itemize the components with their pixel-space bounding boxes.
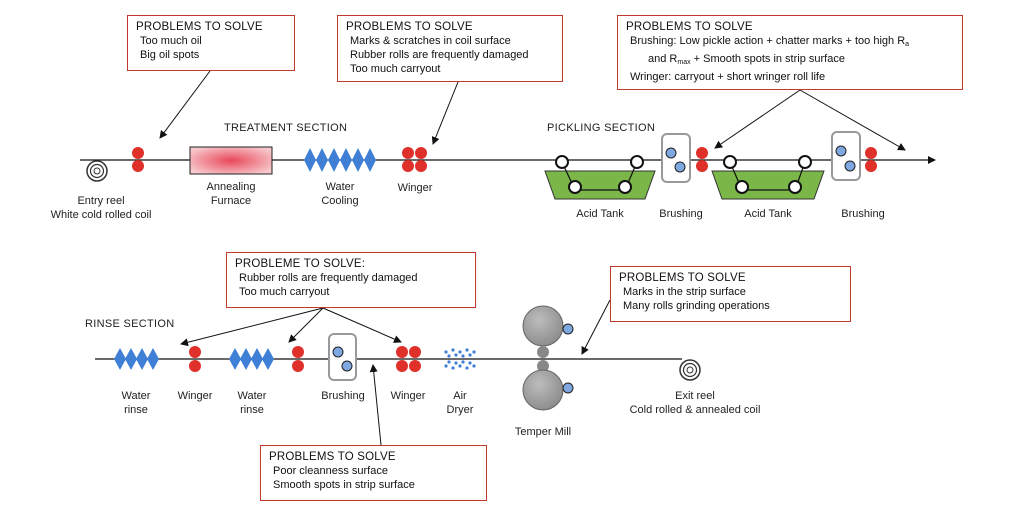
temper-mill-label: Temper Mill xyxy=(514,426,572,438)
pointer-arrow-box1 xyxy=(159,70,211,139)
problem-item: Rubber rolls are frequently damaged xyxy=(239,272,418,284)
problem-box-oiling: PROBLEMS TO SOLVE Too much oil Big oil s… xyxy=(127,15,295,71)
air-dryer-icon xyxy=(444,348,476,370)
problem-box-rinse: PROBLEME TO SOLVE: Rubber rolls are freq… xyxy=(226,252,476,308)
water-rinse-2-sprays-icon xyxy=(229,348,274,370)
problem-item: Poor cleanness surface xyxy=(273,465,388,477)
pointer-arrow-box4-c xyxy=(322,307,402,343)
problem-box-pickling: PROBLEMS TO SOLVE Brushing: Low pickle a… xyxy=(617,15,963,90)
exit-reel-label: Exit reel Cold rolled & annealed coil xyxy=(610,389,780,417)
pointer-arrow-box4-a xyxy=(180,307,324,347)
problem-text: + Smooth spots in strip surface xyxy=(690,53,845,65)
problem-item: Too much carryout xyxy=(350,63,441,75)
problem-box-title: PROBLEMS TO SOLVE xyxy=(136,21,263,33)
problem-item: Many rolls grinding operations xyxy=(623,300,770,312)
pointer-arrow-box4-b xyxy=(288,307,324,343)
water-rinse-2-label: Water rinse xyxy=(222,389,282,417)
problem-item: Too much oil xyxy=(140,35,202,47)
label-line: rinse xyxy=(240,404,264,416)
winger-2-rolls-icon xyxy=(396,346,421,372)
brushing-1-label: Brushing xyxy=(659,208,703,220)
label-line: Water xyxy=(121,390,151,402)
water-rinse-1-sprays-icon xyxy=(114,348,159,370)
pickling-section-title: PICKLING SECTION xyxy=(547,122,656,134)
label-line: rinse xyxy=(124,404,148,416)
winger-rolls-icon xyxy=(402,147,427,172)
exit-reel-icon xyxy=(679,359,701,381)
water-cooling-label: Water Cooling xyxy=(300,180,380,208)
label-line: Furnace xyxy=(210,195,252,207)
brushing-2-icon xyxy=(831,131,861,181)
annealing-furnace-label: Annealing Furnace xyxy=(190,180,272,208)
problem-item: Smooth spots in strip surface xyxy=(273,479,415,491)
winger-1-rolls-icon xyxy=(189,346,201,372)
winger-top-label: Winger xyxy=(397,182,433,194)
brushing-3-icon xyxy=(328,333,357,381)
problem-box-title: PROBLEMS TO SOLVE xyxy=(619,272,746,284)
problem-item-wringer: Wringer: carryout + short wringer roll l… xyxy=(630,71,826,83)
problem-item: Rubber rolls are frequently damaged xyxy=(350,49,529,61)
problem-box-brushing: PROBLEMS TO SOLVE Poor cleanness surface… xyxy=(260,445,487,501)
brushing-2-label: Brushing xyxy=(841,208,885,220)
brushing-1-icon xyxy=(661,133,691,183)
acid-tank-2-label: Acid Tank xyxy=(744,208,792,220)
label-line: Entry reel xyxy=(77,195,125,207)
subscript: max xyxy=(677,59,691,66)
pointer-arrow-box6 xyxy=(369,364,382,446)
oiler-rolls-icon xyxy=(132,147,144,172)
label-line: Exit reel xyxy=(675,390,715,402)
problem-box-title: PROBLEMS TO SOLVE xyxy=(626,21,753,33)
winger-2-label: Winger xyxy=(390,390,426,402)
problem-item-roughness: and Rmax + Smooth spots in strip surface xyxy=(626,52,954,70)
wringer-rolls-2-icon xyxy=(865,147,877,172)
water-cooling-sprays-icon xyxy=(304,148,376,172)
pointer-arrow-box3-b xyxy=(799,89,906,151)
rinse-rolls-icon xyxy=(292,346,304,372)
treatment-section-title: TREATMENT SECTION xyxy=(224,122,348,134)
problem-item: Big oil spots xyxy=(140,49,200,61)
rinse-section-title: RINSE SECTION xyxy=(85,318,175,330)
problem-box-treatment: PROBLEMS TO SOLVE Marks & scratches in c… xyxy=(337,15,563,82)
problem-box-title: PROBLEME TO SOLVE: xyxy=(235,258,366,270)
label-line: White cold rolled coil xyxy=(50,209,152,221)
label-line: Air xyxy=(453,390,467,402)
problem-text: and R xyxy=(648,53,678,65)
label-line: Cooling xyxy=(321,195,359,207)
problem-box-temper-mill: PROBLEMS TO SOLVE Marks in the strip sur… xyxy=(610,266,851,322)
label-line: Dryer xyxy=(446,404,474,416)
problem-item: Marks & scratches in coil surface xyxy=(350,35,511,47)
acid-tank-2-icon xyxy=(711,155,825,200)
annealing-furnace-icon xyxy=(189,146,273,175)
wringer-rolls-1-icon xyxy=(696,147,708,172)
air-dryer-label: Air Dryer xyxy=(430,389,490,417)
brushing-3-label: Brushing xyxy=(321,390,365,402)
entry-reel-label: Entry reel White cold rolled coil xyxy=(36,194,166,222)
problem-item-brushing: Brushing: Low pickle action + chatter ma… xyxy=(626,34,954,52)
entry-reel-icon xyxy=(86,160,108,182)
temper-mill-icon xyxy=(522,305,574,411)
water-rinse-1-label: Water rinse xyxy=(106,389,166,417)
acid-tank-1-icon xyxy=(544,155,656,200)
pointer-arrow-box2 xyxy=(431,81,459,145)
problem-item: Marks in the strip surface xyxy=(623,286,746,298)
pointer-arrow-box3-a xyxy=(714,89,801,149)
label-line: Annealing xyxy=(206,181,256,193)
winger-1-label: Winger xyxy=(177,390,213,402)
label-line: Cold rolled & annealed coil xyxy=(629,404,761,416)
problem-box-title: PROBLEMS TO SOLVE xyxy=(269,451,396,463)
problem-text: Brushing: Low pickle action + chatter ma… xyxy=(630,35,906,47)
acid-tank-1-label: Acid Tank xyxy=(576,208,624,220)
pointer-arrow-box5 xyxy=(581,299,611,355)
label-line: Water xyxy=(325,181,355,193)
label-line: Water xyxy=(237,390,267,402)
subscript: a xyxy=(905,41,910,48)
problem-box-title: PROBLEMS TO SOLVE xyxy=(346,21,473,33)
problem-item: Too much carryout xyxy=(239,286,330,298)
